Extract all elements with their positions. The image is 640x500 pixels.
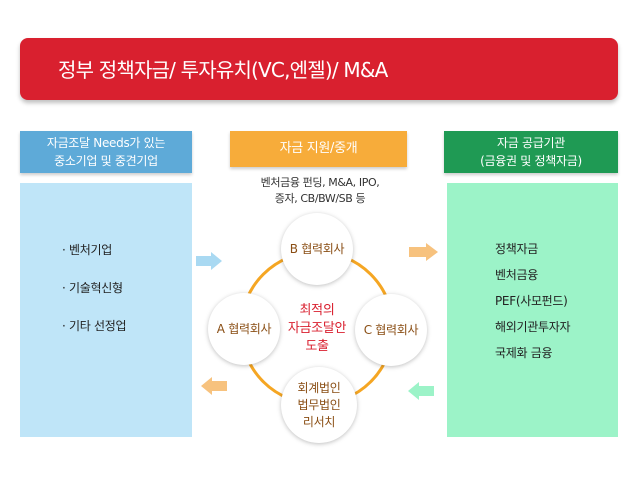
node-left-circle [208, 293, 280, 365]
middle-sub-line2: 증자, CB/BW/SB 등 [274, 192, 366, 205]
node-bottom-circle [281, 367, 357, 443]
node-right-label: C 협력회사 [363, 323, 419, 337]
left-header-line1: 자금조달 Needs가 있는 [46, 136, 166, 150]
middle-subtext: 벤처금융 펀딩, M&A, IPO, 증자, CB/BW/SB 등 [234, 175, 406, 207]
right-panel: 정책자금 벤처금융 PEF(사모펀드) 해외기관투자자 국제화 금융 [447, 183, 618, 437]
middle-header: 자금 지원/중개 [230, 131, 407, 167]
node-top-circle [281, 213, 353, 285]
banner-title: 정부 정책자금/ 투자유치(VC,엔젤)/ M&A [58, 58, 388, 82]
middle-header-label: 자금 지원/중개 [279, 141, 358, 156]
center-line2: 자금조달안 [287, 321, 347, 336]
arrow-right-icon [409, 243, 438, 261]
node-bottom-line2: 법무법인 [297, 398, 341, 412]
node-bottom-label: 회계법인 법무법인 리서치 [279, 380, 359, 431]
node-bottom-line3: 리서치 [302, 415, 336, 429]
node-right-circle [355, 294, 427, 366]
right-item-venture-finance: 벤처금융 [495, 268, 538, 282]
center-label: 최적의 자금조달안 도출 [272, 302, 362, 356]
arrow-right-icon [196, 252, 222, 270]
right-header-line1: 자금 공급기관 [497, 136, 565, 150]
center-line1: 최적의 [299, 303, 335, 318]
left-item-other: · 기타 선정업 [62, 319, 127, 333]
left-header-line2: 중소기업 및 중견기업 [54, 154, 158, 168]
left-item-venture: · 벤처기업 [62, 243, 112, 257]
right-item-pef: PEF(사모펀드) [495, 294, 568, 308]
left-panel: · 벤처기업 · 기술혁신형 · 기타 선정업 [20, 183, 192, 437]
right-item-foreign-investor: 해외기관투자자 [495, 320, 571, 334]
arrow-left-icon [408, 382, 434, 400]
left-item-innovation: · 기술혁신형 [62, 281, 123, 295]
title-banner: 정부 정책자금/ 투자유치(VC,엔젤)/ M&A [20, 38, 618, 100]
middle-sub-line1: 벤처금융 펀딩, M&A, IPO, [260, 176, 380, 189]
right-header-line2: (금융권 및 정책자금) [480, 154, 582, 168]
left-header: 자금조달 Needs가 있는 중소기업 및 중견기업 [20, 131, 192, 173]
node-bottom-line1: 회계법인 [297, 381, 341, 395]
right-item-policy-fund: 정책자금 [495, 242, 538, 256]
arrow-left-icon [201, 377, 227, 395]
node-top-label: B 협력회사 [289, 242, 345, 256]
center-line3: 도출 [305, 339, 329, 354]
right-item-intl-finance: 국제화 금융 [495, 346, 553, 360]
right-header: 자금 공급기관 (금융권 및 정책자금) [444, 131, 618, 173]
node-left-label: A 협력회사 [216, 322, 272, 336]
